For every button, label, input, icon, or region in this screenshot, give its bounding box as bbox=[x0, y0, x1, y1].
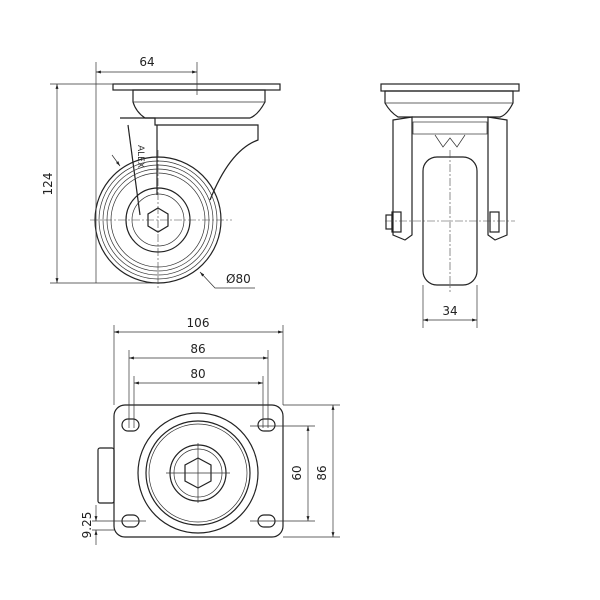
dim-9-25: 9.25 bbox=[80, 512, 94, 539]
dim-86-plate: 86 bbox=[315, 465, 329, 480]
dim-80: 80 bbox=[190, 367, 205, 381]
brake-tab bbox=[97, 447, 115, 504]
dim-60: 60 bbox=[290, 465, 304, 480]
dim-86-holes: 86 bbox=[190, 342, 205, 356]
front-view: 34 bbox=[380, 83, 520, 328]
top-view: 106 86 80 60 86 9.25 bbox=[80, 316, 340, 545]
dim-diameter-80: Ø80 bbox=[226, 272, 251, 286]
dim-106: 106 bbox=[187, 316, 210, 330]
brand-logo: ALEX bbox=[135, 145, 145, 168]
dim-64: 64 bbox=[139, 55, 154, 69]
dim-124: 124 bbox=[41, 173, 55, 196]
dim-34: 34 bbox=[442, 304, 457, 318]
side-view: ALEX 64 124 Ø80 bbox=[41, 55, 281, 290]
